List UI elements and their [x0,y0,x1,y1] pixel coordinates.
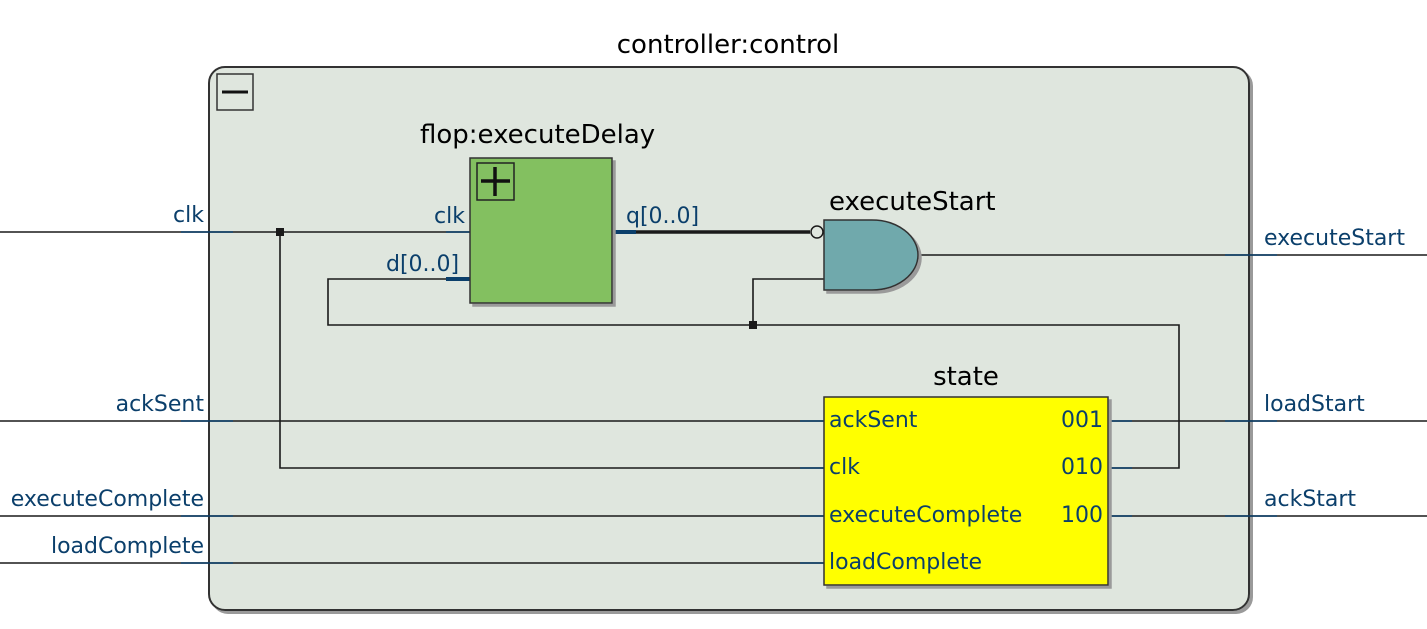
expand-button[interactable] [476,162,515,201]
input-label-loadcomplete: loadComplete [50,534,204,559]
state-port-executecomplete: executeComplete [829,503,1023,528]
flop-port-q: q[0..0] [626,204,700,229]
output-label-executestart: executeStart [1264,226,1405,251]
output-label-ackstart: ackStart [1264,487,1357,512]
state-machine-block[interactable] [823,396,1109,586]
plus-icon [481,167,510,196]
flop-title: flop:executeDelay [420,120,656,150]
and-gate-execute-start[interactable] [810,219,919,291]
input-label-executecomplete: executeComplete [10,487,204,512]
state-port-001: 001 [1061,408,1103,433]
state-port-loadcomplete: loadComplete [829,550,983,575]
input-label-acksent: ackSent [115,392,204,417]
output-label-loadstart: loadStart [1264,392,1365,417]
state-port-100: 100 [1061,503,1103,528]
state-title: state [933,362,999,392]
collapse-button[interactable] [216,73,254,111]
junction-dot [749,321,757,329]
state-port-clk: clk [829,455,860,480]
flop-execute-delay[interactable] [469,157,613,304]
flop-port-d: d[0..0] [386,252,460,277]
state-port-acksent: ackSent [829,408,918,433]
flop-port-clk: clk [434,204,465,229]
wire-gate-b [752,278,824,325]
state-port-010: 010 [1061,455,1103,480]
junction-dot [276,228,284,236]
gate-title: executeStart [829,187,996,217]
input-label-clk: clk [173,203,204,228]
inverter-bubble [810,225,824,239]
wire-clk-state [279,232,824,469]
controller-title: controller:control [616,30,840,60]
